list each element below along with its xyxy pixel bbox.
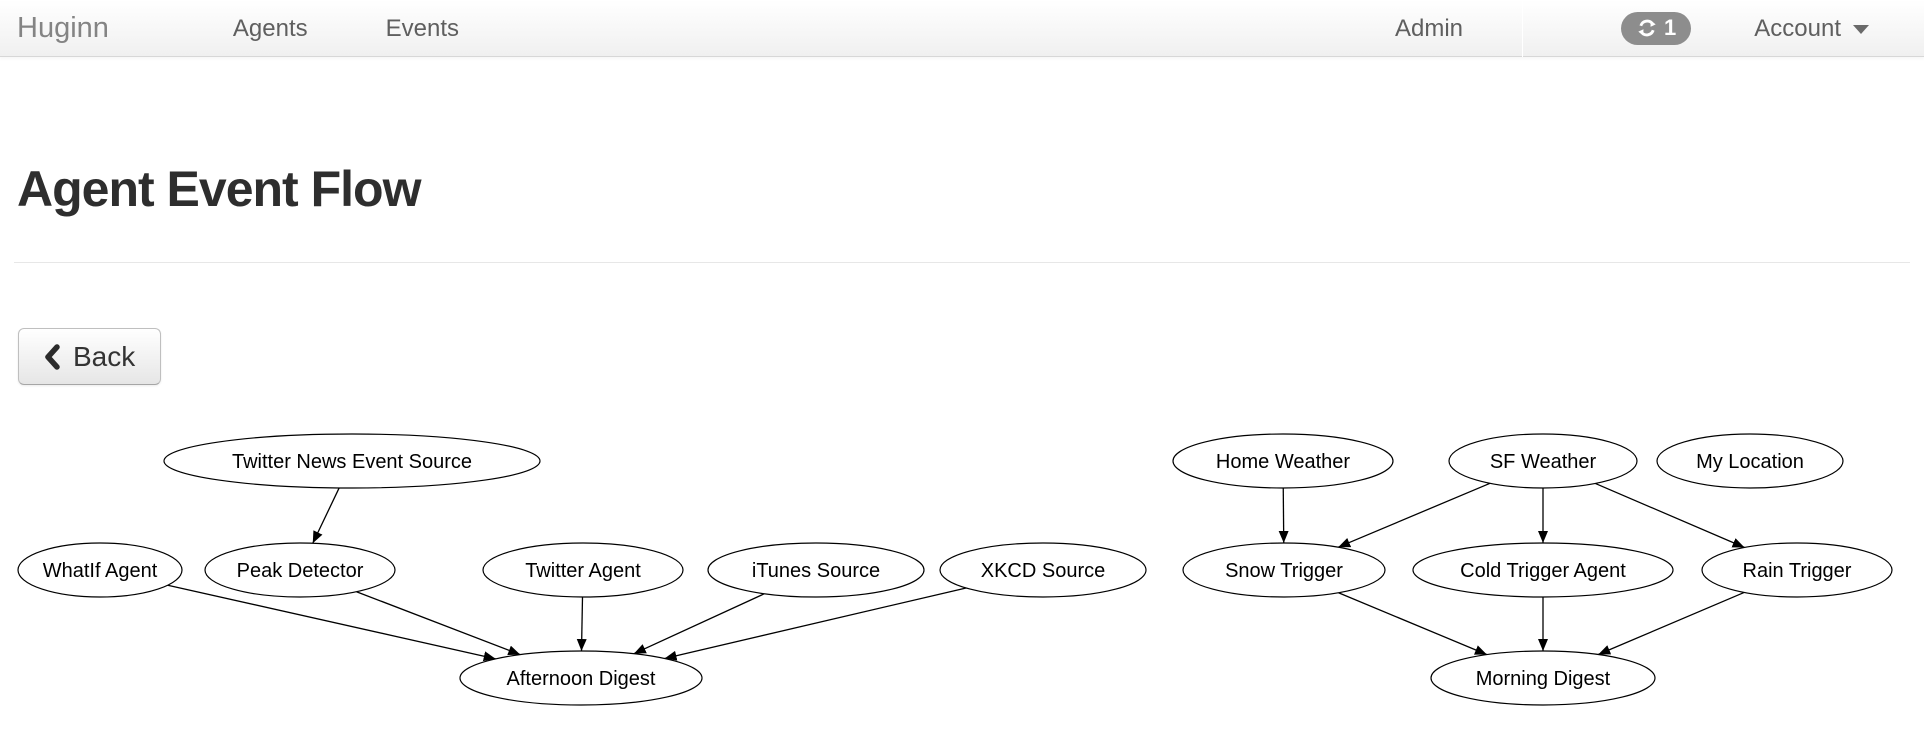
graph-node-morning: Morning Digest — [1430, 650, 1656, 706]
navbar-right: Admin 1 Account — [1373, 0, 1869, 57]
chevron-down-icon — [1853, 25, 1869, 34]
graph-node-twitter_agent: Twitter Agent — [482, 542, 684, 598]
nav-divider — [1522, 0, 1524, 57]
graph-node-label: SF Weather — [1490, 451, 1597, 473]
graph-node-itunes: iTunes Source — [707, 542, 925, 598]
graph-edge-twitter_agent-afternoon — [576, 596, 587, 652]
refresh-icon — [1636, 17, 1658, 39]
chevron-left-icon — [44, 343, 60, 370]
graph-node-label: My Location — [1696, 451, 1804, 473]
graph-node-afternoon: Afternoon Digest — [459, 650, 703, 706]
graph-node-label: Rain Trigger — [1743, 560, 1852, 582]
graph-node-label: WhatIf Agent — [43, 560, 158, 582]
graph-edge-snow-morning — [1338, 592, 1488, 656]
title-divider — [14, 262, 1910, 263]
account-menu[interactable]: Account — [1754, 0, 1869, 57]
back-button[interactable]: Back — [18, 328, 162, 385]
graph-edge-itunes-afternoon — [633, 593, 765, 655]
nav-item-agents[interactable]: Agents — [232, 14, 308, 42]
nav-item-events[interactable]: Events — [385, 14, 459, 42]
main-content: Agent Event Flow Back Twitter News Event… — [0, 57, 1924, 715]
graph-node-cold: Cold Trigger Agent — [1412, 542, 1674, 598]
brand-huginn[interactable]: Huginn — [17, 11, 109, 44]
page-title: Agent Event Flow — [17, 161, 421, 217]
nav-item-admin[interactable]: Admin — [1395, 14, 1464, 42]
worker-status-badge[interactable]: 1 — [1621, 11, 1692, 45]
graph-edge-whatif-afternoon — [167, 584, 496, 662]
agent-flow-graph: Twitter News Event Source Home Weather SF … — [17, 433, 1893, 706]
worker-badge-count: 1 — [1664, 15, 1677, 40]
graph-node-peak: Peak Detector — [204, 542, 396, 598]
graph-node-rain: Rain Trigger — [1701, 542, 1893, 598]
account-label: Account — [1754, 14, 1841, 42]
graph-edge-xkcd-afternoon — [664, 587, 967, 661]
graph-node-label: XKCD Source — [981, 560, 1106, 582]
graph-node-label: Morning Digest — [1476, 668, 1611, 690]
graph-edge-peak-afternoon — [356, 591, 521, 656]
graph-edge-twitter_news-peak — [312, 487, 340, 544]
graph-node-label: Snow Trigger — [1225, 560, 1343, 582]
agent-flow-diagram: Twitter News Event Source Home Weather SF … — [0, 415, 1924, 715]
graph-node-label: Twitter News Event Source — [232, 451, 472, 473]
graph-edge-sf_weather-snow — [1337, 482, 1491, 548]
graph-node-home_weather: Home Weather — [1172, 433, 1394, 489]
graph-node-label: Twitter Agent — [525, 560, 641, 582]
graph-node-label: Afternoon Digest — [507, 668, 656, 690]
graph-edge-rain-morning — [1597, 591, 1745, 656]
graph-node-label: Cold Trigger Agent — [1460, 560, 1626, 582]
back-button-label: Back — [73, 340, 136, 372]
graph-node-my_location: My Location — [1656, 433, 1844, 489]
graph-node-xkcd: XKCD Source — [939, 542, 1147, 598]
graph-node-sf_weather: SF Weather — [1448, 433, 1638, 489]
graph-node-whatif: WhatIf Agent — [17, 542, 183, 598]
graph-edge-home_weather-snow — [1278, 487, 1289, 544]
graph-node-snow: Snow Trigger — [1182, 542, 1386, 598]
graph-node-label: Peak Detector — [237, 560, 364, 582]
graph-node-label: Home Weather — [1216, 451, 1350, 473]
navbar: Huginn Agents Events Admin 1 — [0, 0, 1924, 57]
graph-node-label: iTunes Source — [752, 560, 880, 582]
graph-node-twitter_news: Twitter News Event Source — [163, 433, 541, 489]
graph-edge-sf_weather-rain — [1595, 482, 1745, 549]
